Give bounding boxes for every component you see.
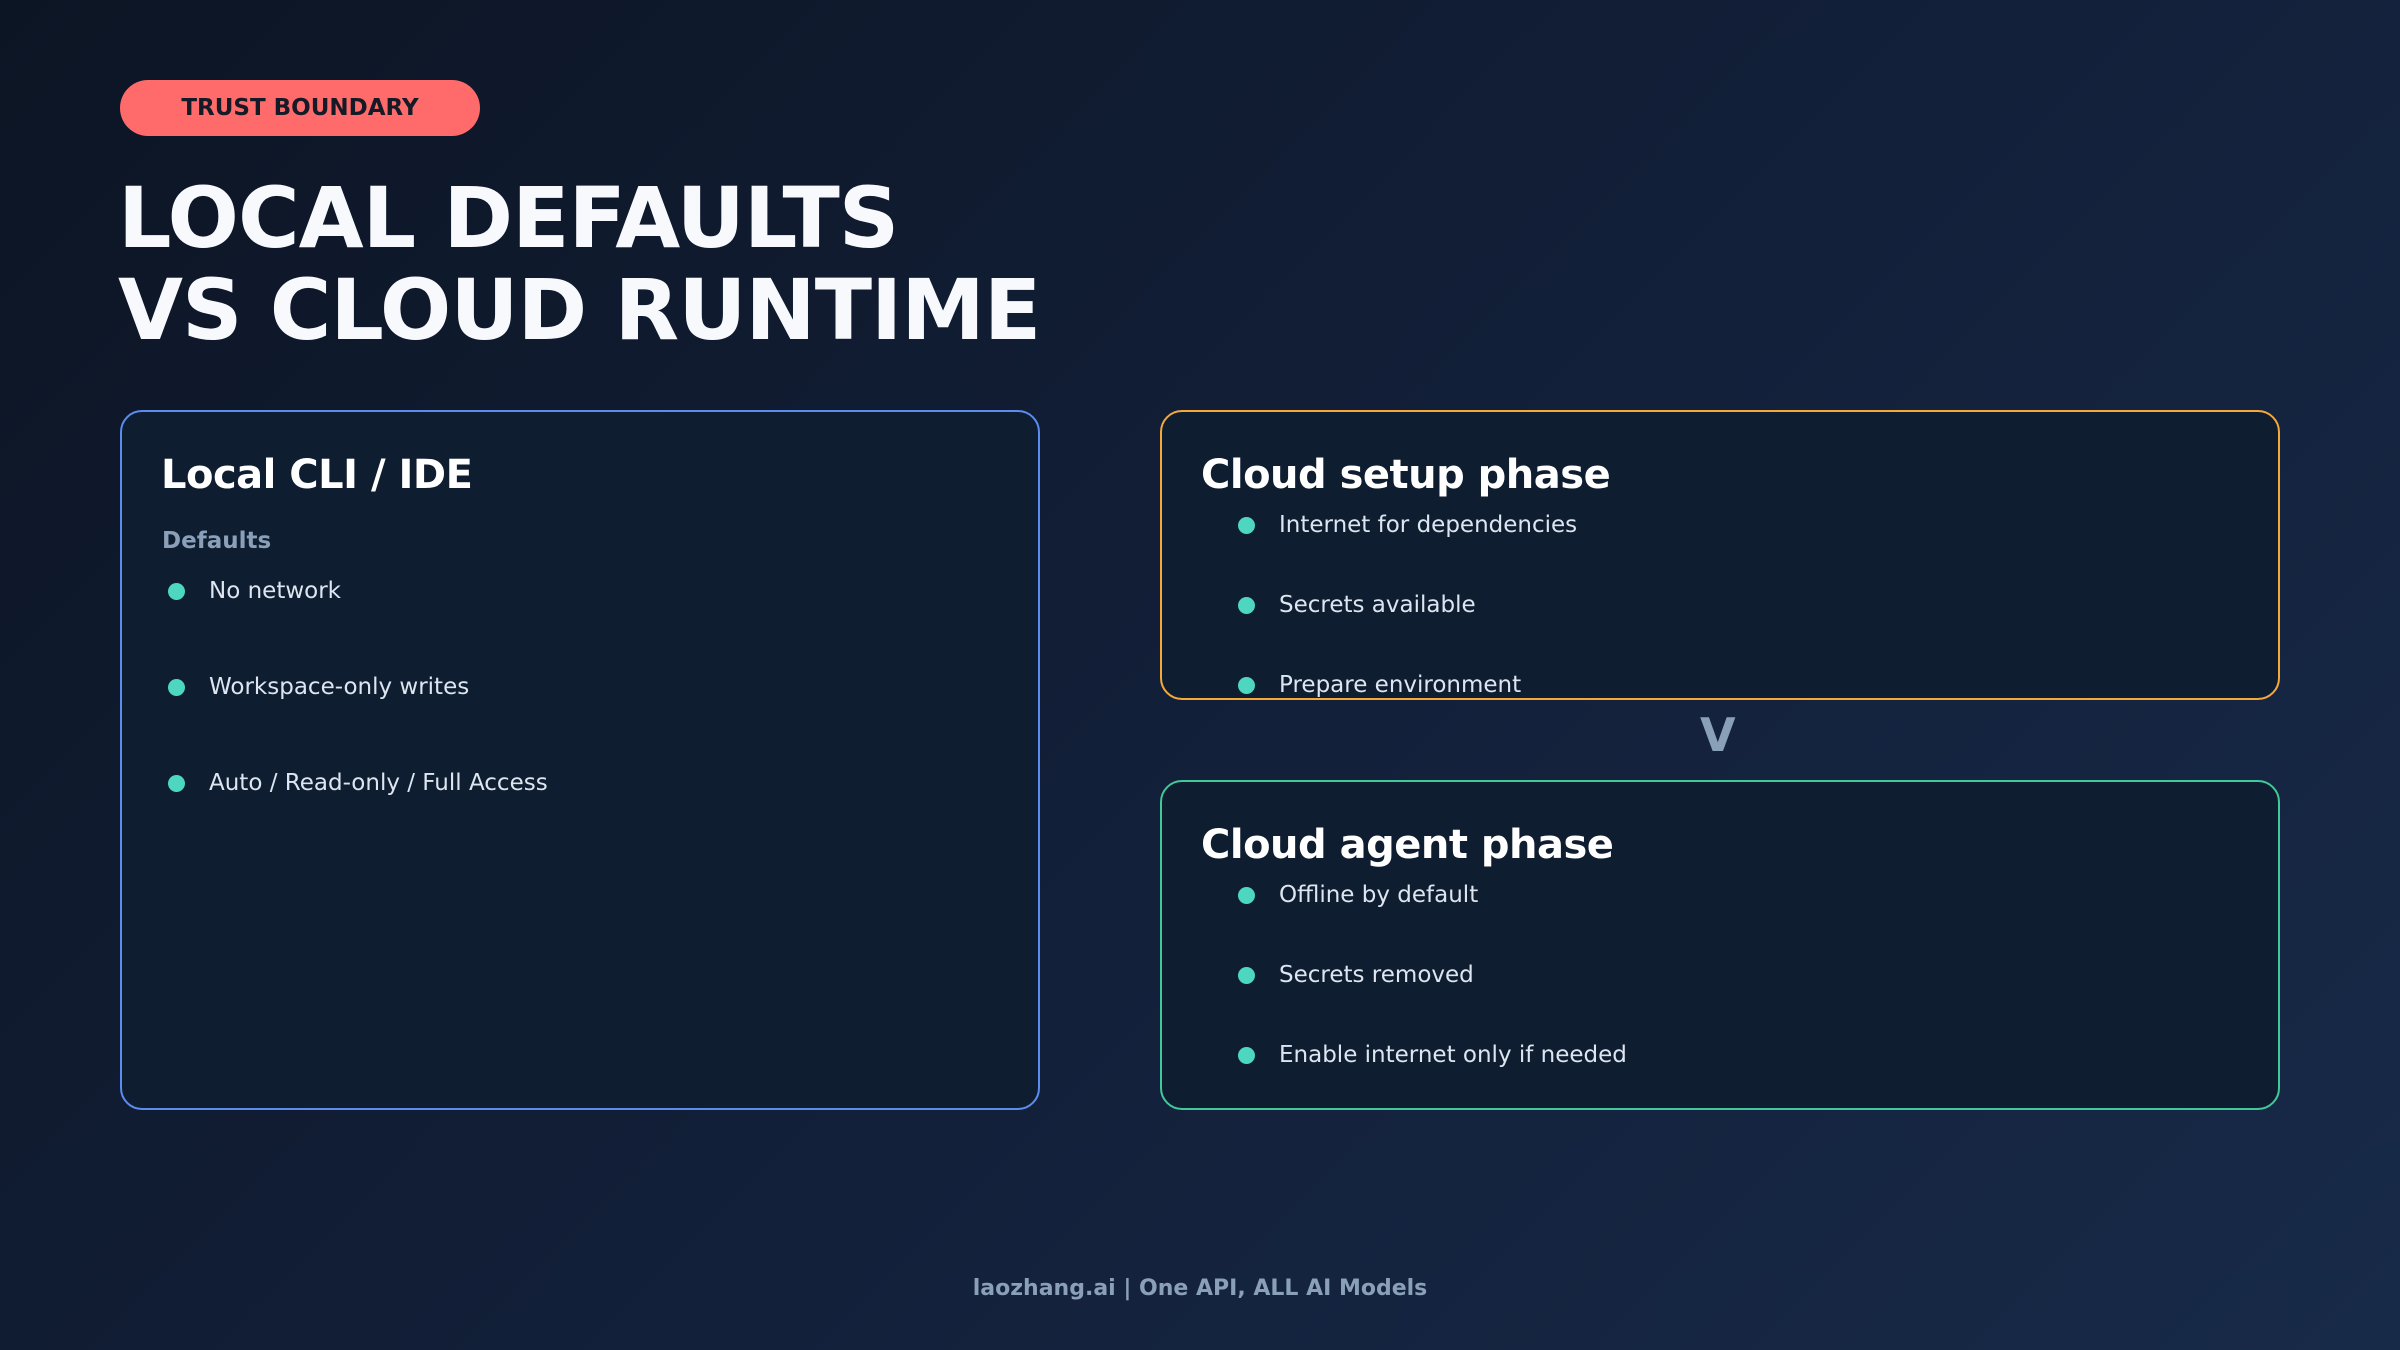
list-item: Secrets removed [1238,962,1474,988]
item-text: Enable internet only if needed [1279,1042,1627,1068]
list-item: Workspace-only writes [168,674,469,700]
bullet-icon [168,582,185,600]
list-item: Auto / Read-only / Full Access [168,770,548,796]
item-text: No network [209,578,341,604]
item-text: Workspace-only writes [209,674,470,700]
cloud-agent-title: Cloud agent phase [1201,822,1614,868]
bullet-icon [168,678,185,696]
list-item: Secrets available [1238,592,1476,618]
item-text: Secrets available [1279,592,1476,618]
bullet-icon [1238,966,1255,984]
local-card-subtitle: Defaults [162,528,272,554]
item-text: Auto / Read-only / Full Access [209,770,548,796]
badge-label: TRUST BOUNDARY [181,95,419,121]
bullet-icon [1238,596,1255,614]
cloud-setup-card: Cloud setup phase Internet for dependenc… [1160,410,2280,700]
footer: laozhang.ai | One API, ALL AI Models [972,1276,1428,1301]
bullet-icon [1238,886,1255,904]
item-text: Prepare environment [1279,672,1522,698]
list-item: Prepare environment [1238,672,1521,698]
item-text: Secrets removed [1279,962,1474,988]
list-item: Enable internet only if needed [1238,1042,1627,1068]
item-text: Offline by default [1279,882,1479,908]
local-card-title: Local CLI / IDE [161,452,473,498]
list-item: Offline by default [1238,882,1478,908]
title-line-2: VS CLOUD RUNTIME [118,261,1041,359]
title-line-1: LOCAL DEFAULTS [118,169,899,267]
list-item: No network [168,578,341,604]
page-title: LOCAL DEFAULTS VS CLOUD RUNTIME [118,169,1041,359]
item-text: Internet for dependencies [1279,512,1578,538]
down-arrow-icon: V [1700,708,1736,762]
cloud-setup-title: Cloud setup phase [1201,452,1611,498]
bullet-icon [1238,516,1255,534]
bullet-icon [168,774,185,792]
local-card: Local CLI / IDE Defaults No network Work… [120,410,1040,1110]
bullet-icon [1238,676,1255,694]
cloud-agent-card: Cloud agent phase Offline by default Sec… [1160,780,2280,1110]
list-item: Internet for dependencies [1238,512,1577,538]
bullet-icon [1238,1046,1255,1064]
trust-boundary-badge: TRUST BOUNDARY [120,80,480,136]
